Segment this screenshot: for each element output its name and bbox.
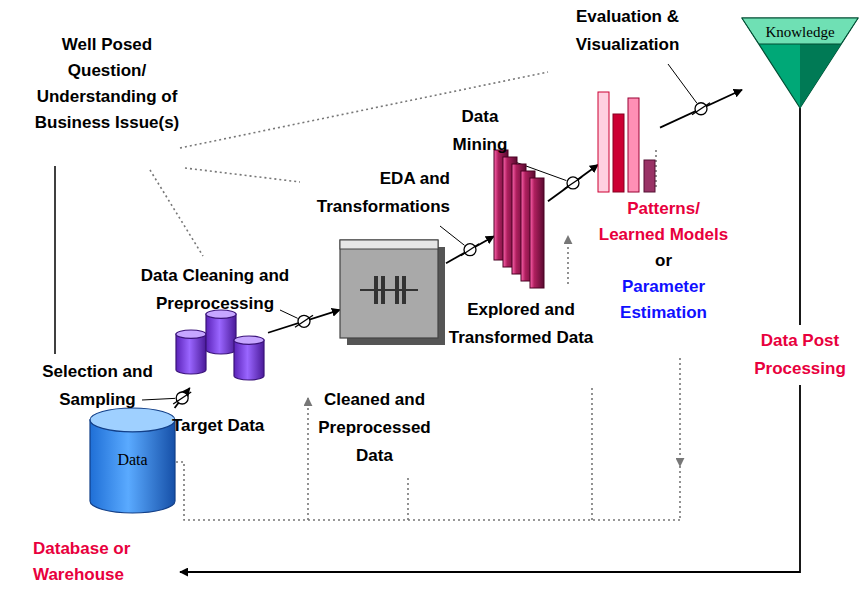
step-label: Evaluation & Visualization xyxy=(555,3,700,59)
flow-arrow xyxy=(180,108,800,572)
step-label: EDA and Transformations xyxy=(290,165,450,221)
target-data-icon: Target Data xyxy=(172,308,268,388)
valve-symbol xyxy=(173,392,191,404)
node-shape xyxy=(598,92,660,192)
valve-symbol xyxy=(564,177,582,189)
valve-symbol xyxy=(295,315,313,327)
leader-line xyxy=(185,168,300,182)
knowledge-triangle: Knowledge xyxy=(742,18,858,108)
knowledge-label: Knowledge xyxy=(742,22,858,42)
cleaned-data-icon: Cleaned and Preprocessed Data xyxy=(340,240,446,346)
feedback-line xyxy=(176,462,680,520)
flow-arrow xyxy=(660,90,742,128)
valve-symbol xyxy=(692,103,710,115)
result-caption: or xyxy=(596,248,731,274)
flow-arrow xyxy=(446,236,494,263)
flow-arrow xyxy=(268,310,340,333)
node-shape xyxy=(494,150,548,292)
result-caption: Parameter Estimation xyxy=(596,274,731,326)
transformed-data-icon: Explored and Transformed Data xyxy=(494,150,548,292)
caption-block: Patterns/ Learned ModelsorParameter Esti… xyxy=(596,196,731,326)
leader-line xyxy=(54,166,56,354)
step-label: Selection and Sampling xyxy=(30,358,165,414)
node-shape xyxy=(172,308,268,388)
valve-symbol xyxy=(461,244,479,256)
cylinder-label: Data xyxy=(90,450,175,470)
step-label: Data Mining xyxy=(440,103,520,159)
feedback-line xyxy=(679,466,681,520)
feedback-arrow xyxy=(567,236,569,284)
leader-line xyxy=(142,398,175,400)
question-label: Well Posed Question/ Understanding of Bu… xyxy=(22,32,192,136)
result-caption: Patterns/ Learned Models xyxy=(596,196,731,248)
leader-line xyxy=(440,226,465,245)
step-label: Data Post Processing xyxy=(745,325,855,385)
node-shape xyxy=(30,408,180,592)
leader-line xyxy=(668,64,697,103)
store-caption: Database or Warehouse xyxy=(33,536,183,588)
data-caption: Cleaned and Preprocessed Data xyxy=(312,386,437,470)
node-shape xyxy=(340,240,446,346)
flow-arrow xyxy=(548,165,598,202)
feedback-line xyxy=(591,388,593,520)
data-caption: Target Data xyxy=(172,412,302,440)
leader-line xyxy=(280,310,298,318)
database-cylinder: DataDatabase or Warehouse xyxy=(30,408,180,592)
feedback-line xyxy=(407,478,409,520)
pattern-chart: Patterns/ Learned ModelsorParameter Esti… xyxy=(598,92,660,192)
leader-line xyxy=(150,170,203,256)
feedback-arrow xyxy=(307,398,309,520)
data-caption: Explored and Transformed Data xyxy=(448,296,594,352)
feedback-arrow xyxy=(679,358,681,466)
step-label: Data Cleaning and Preprocessing xyxy=(130,262,300,318)
